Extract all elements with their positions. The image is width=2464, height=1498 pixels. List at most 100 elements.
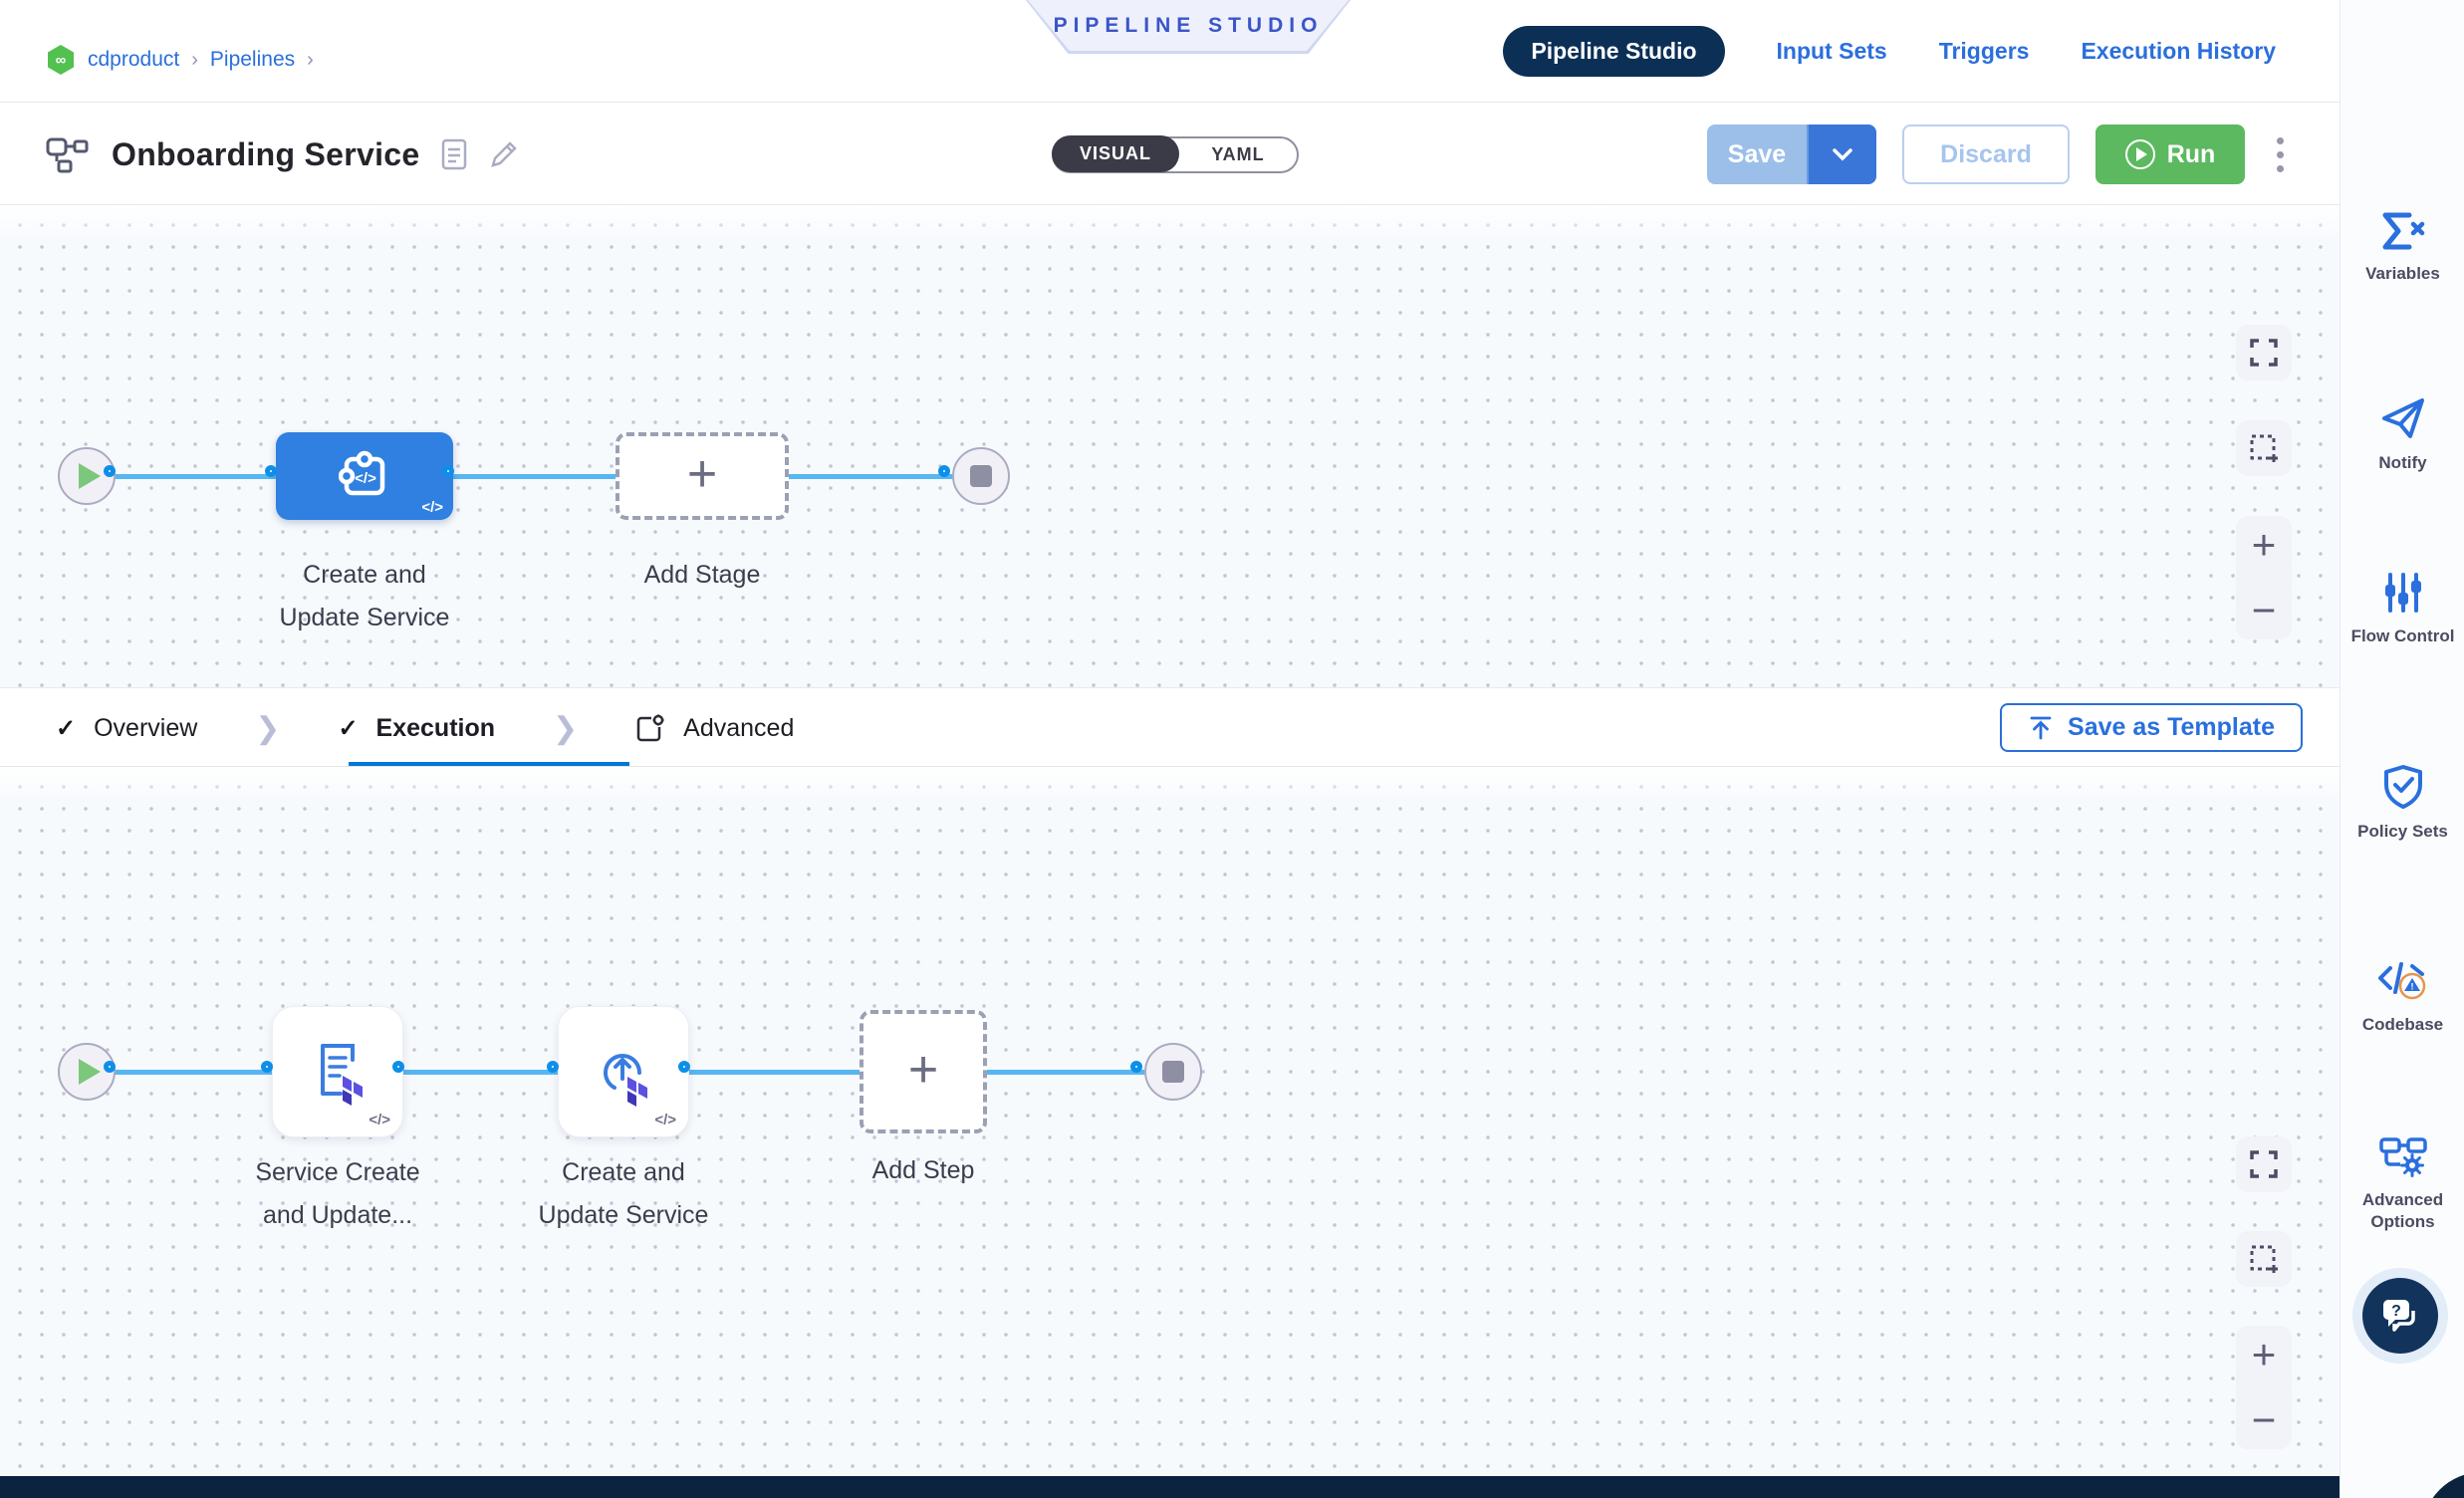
toggle-visual[interactable]: VISUAL bbox=[1052, 135, 1179, 172]
add-step-label: Add Step bbox=[871, 1156, 975, 1184]
step-node-create-update-service[interactable]: </> bbox=[558, 1006, 689, 1137]
pipeline-end-node[interactable] bbox=[952, 447, 1010, 505]
tab-input-sets[interactable]: Input Sets bbox=[1776, 38, 1887, 64]
discard-button[interactable]: Discard bbox=[1902, 125, 2070, 184]
port-stage-out[interactable] bbox=[442, 465, 454, 477]
port-step2-in[interactable] bbox=[547, 1061, 559, 1073]
zoom-out-button[interactable]: − bbox=[2251, 587, 2277, 633]
custom-stage-icon: </> bbox=[339, 450, 385, 496]
zoom-in-button[interactable]: + bbox=[2251, 1331, 2277, 1377]
svg-text:∞: ∞ bbox=[56, 52, 67, 69]
port-end-in[interactable] bbox=[938, 465, 950, 477]
play-icon bbox=[79, 1059, 101, 1085]
terraform-rollback-icon bbox=[604, 1054, 647, 1107]
right-sidebar: Variables Notify Flow Control Policy Set… bbox=[2340, 0, 2464, 1498]
more-options-kebab[interactable] bbox=[2271, 131, 2290, 178]
stage-flow-line bbox=[87, 474, 981, 479]
tab-separator-icon: ❯ bbox=[255, 711, 281, 745]
step-yaml-badge: </> bbox=[654, 1112, 676, 1128]
tab-pipeline-studio[interactable]: Pipeline Studio bbox=[1503, 26, 1725, 77]
save-dropdown-button[interactable] bbox=[1807, 125, 1876, 184]
breadcrumb-pipelines[interactable]: Pipelines bbox=[209, 48, 296, 71]
tab-separator-icon: ❯ bbox=[553, 711, 579, 745]
stage-yaml-badge: </> bbox=[421, 499, 443, 516]
add-step-button[interactable]: + bbox=[860, 1010, 987, 1133]
zoom-out-button[interactable]: − bbox=[2251, 1396, 2277, 1443]
box-select-button[interactable] bbox=[2236, 1231, 2292, 1287]
sidebar-item-advanced-options[interactable]: Advanced Options bbox=[2341, 1135, 2464, 1233]
port-step1-in[interactable] bbox=[261, 1061, 273, 1073]
top-nav: Pipeline Studio Input Sets Triggers Exec… bbox=[1503, 0, 2276, 103]
tab-advanced[interactable]: Advanced bbox=[623, 688, 806, 768]
port-end-in[interactable] bbox=[1130, 1061, 1142, 1073]
svg-text:</>: </> bbox=[355, 470, 376, 487]
sigma-x-icon bbox=[2382, 212, 2424, 250]
sidebar-item-flow-control[interactable]: Flow Control bbox=[2341, 572, 2464, 647]
advanced-settings-icon bbox=[636, 714, 664, 742]
selection-box-icon bbox=[2250, 1245, 2278, 1273]
bottom-console-bar[interactable] bbox=[0, 1476, 2340, 1498]
zoom-in-button[interactable]: + bbox=[2251, 521, 2277, 568]
pipeline-gear-icon bbox=[2378, 1137, 2427, 1177]
svg-text:!: ! bbox=[2410, 982, 2413, 992]
save-as-template-button[interactable]: Save as Template bbox=[2000, 703, 2303, 752]
page-title: Onboarding Service bbox=[112, 135, 420, 172]
top-header-row: ∞ cdproduct › Pipelines › PIPELINE STUDI… bbox=[0, 0, 2340, 103]
breadcrumb-project[interactable]: cdproduct bbox=[88, 48, 180, 71]
tab-triggers[interactable]: Triggers bbox=[1938, 38, 2030, 64]
chevron-down-icon bbox=[1833, 148, 1852, 161]
pipeline-studio-banner-label: PIPELINE STUDIO bbox=[1053, 13, 1324, 37]
pipeline-icon bbox=[46, 135, 90, 173]
save-button[interactable]: Save bbox=[1707, 125, 1807, 184]
port-step2-out[interactable] bbox=[678, 1061, 690, 1073]
fullscreen-button[interactable] bbox=[2236, 1136, 2292, 1192]
run-play-icon bbox=[2124, 139, 2155, 169]
upload-icon bbox=[2030, 716, 2052, 739]
description-icon[interactable] bbox=[441, 138, 467, 170]
breadcrumb-separator: › bbox=[191, 48, 198, 71]
zoom-controls: + − bbox=[2236, 516, 2292, 639]
check-icon: ✓ bbox=[338, 714, 359, 742]
add-stage-label: Add Stage bbox=[643, 561, 761, 589]
help-chat-icon: ? bbox=[2383, 1300, 2415, 1332]
breadcrumb: ∞ cdproduct › Pipelines › bbox=[46, 44, 314, 76]
port-stage-in[interactable] bbox=[265, 465, 277, 477]
box-select-button[interactable] bbox=[2236, 420, 2292, 476]
paper-plane-icon bbox=[2381, 398, 2424, 438]
svg-text:?: ? bbox=[2391, 1303, 2401, 1320]
stage-node-create-update-service[interactable]: </> </> bbox=[276, 432, 453, 520]
sidebar-item-variables[interactable]: Variables bbox=[2341, 211, 2464, 285]
toggle-yaml[interactable]: YAML bbox=[1211, 144, 1265, 164]
port-start-out[interactable] bbox=[104, 1061, 116, 1073]
run-button[interactable]: Run bbox=[2095, 125, 2245, 184]
zoom-controls: + − bbox=[2236, 1326, 2292, 1449]
execution-end-node[interactable] bbox=[1144, 1043, 1202, 1101]
play-icon bbox=[79, 463, 101, 489]
tab-execution[interactable]: ✓ Execution bbox=[338, 713, 496, 742]
sidebar-item-codebase[interactable]: ! Codebase bbox=[2341, 958, 2464, 1036]
sidebar-item-policy-sets[interactable]: Policy Sets bbox=[2341, 765, 2464, 843]
sliders-icon bbox=[2384, 573, 2421, 613]
port-start-out[interactable] bbox=[104, 465, 116, 477]
stop-icon bbox=[970, 465, 992, 487]
tab-execution-history[interactable]: Execution History bbox=[2081, 38, 2276, 64]
fullscreen-button[interactable] bbox=[2236, 325, 2292, 380]
help-chat-button[interactable]: ? bbox=[2362, 1278, 2438, 1354]
step-node-service-create-update[interactable]: </> bbox=[272, 1006, 403, 1137]
terraform-document-icon bbox=[321, 1044, 363, 1106]
sidebar-item-notify[interactable]: Notify bbox=[2341, 396, 2464, 474]
edit-pencil-icon[interactable] bbox=[489, 139, 519, 169]
add-stage-button[interactable]: + bbox=[616, 432, 789, 520]
stop-icon bbox=[1162, 1061, 1184, 1083]
expand-icon bbox=[2250, 339, 2278, 367]
active-tab-underline bbox=[349, 762, 629, 766]
expand-icon bbox=[2250, 1150, 2278, 1178]
tab-overview[interactable]: ✓ Overview bbox=[56, 713, 198, 742]
check-icon: ✓ bbox=[56, 714, 77, 742]
port-step1-out[interactable] bbox=[392, 1061, 404, 1073]
